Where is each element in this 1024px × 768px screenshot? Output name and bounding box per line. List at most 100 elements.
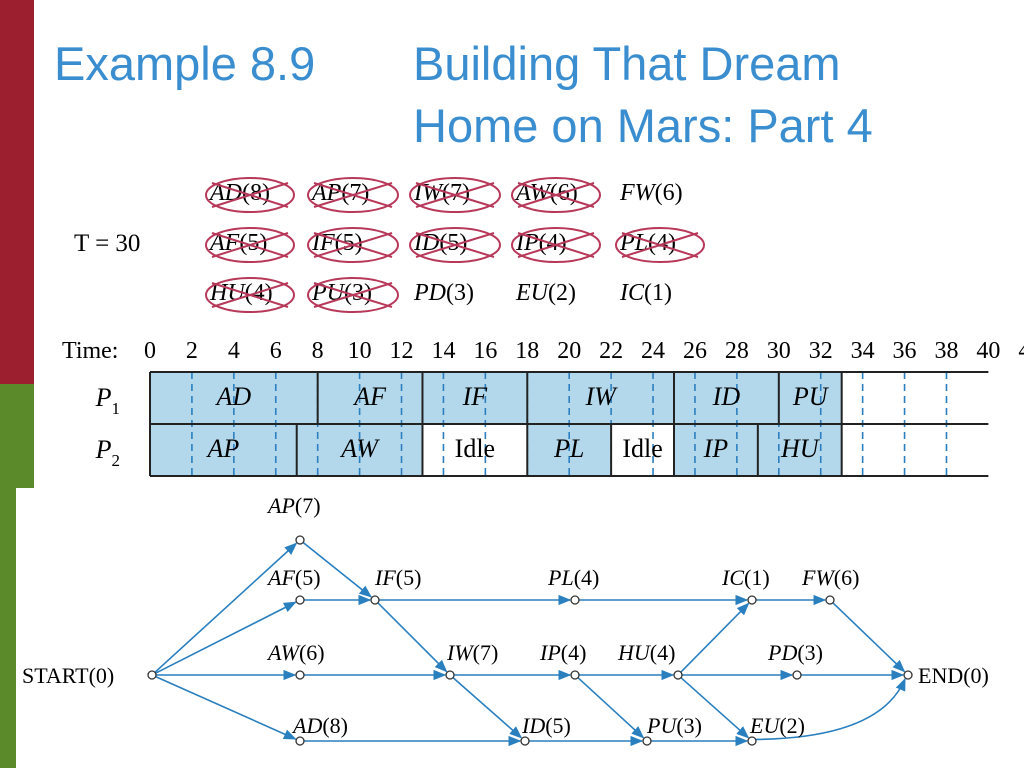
time-tick-label: 0 <box>144 338 156 364</box>
digraph-edge <box>155 601 297 674</box>
priority-task-duration: (6) <box>654 180 683 206</box>
digraph-node-name: ID <box>521 713 545 738</box>
digraph-node-label: IC(1) <box>721 565 770 590</box>
cross-out-ellipse <box>205 277 295 313</box>
digraph-node-duration: (5) <box>545 713 571 738</box>
time-tick-label: 26 <box>683 338 707 364</box>
time-tick-label: 14 <box>431 338 455 364</box>
digraph-node-name: AP <box>266 493 295 518</box>
cross-out-mark <box>511 177 601 213</box>
slide-title-example-number: Example 8.9 <box>54 37 316 90</box>
time-tick-label: 4 <box>228 338 240 364</box>
cross-out-mark <box>205 177 295 213</box>
digraph-node <box>903 670 913 680</box>
cross-out-mark <box>409 177 501 213</box>
cross-out-line <box>211 182 289 208</box>
digraph-node <box>825 595 835 605</box>
digraph-node-label: AP(7) <box>266 493 321 518</box>
time-tick-label: 40 <box>976 338 1000 364</box>
processor-label-letter: P <box>95 383 112 412</box>
processor-label-subscript: 1 <box>112 399 121 418</box>
cross-out-line <box>621 232 699 258</box>
priority-list-time-label: T = 30 <box>74 230 141 257</box>
schedule-task-block <box>422 372 528 424</box>
digraph-node-label: AF(5) <box>266 565 321 590</box>
cross-out-line <box>211 232 289 258</box>
digraph-node-label: PU(3) <box>646 713 702 738</box>
cross-out-ellipse <box>307 227 399 263</box>
digraph-node-duration: (4) <box>650 640 676 665</box>
digraph-node-name: EU <box>749 713 781 738</box>
cross-out-mark <box>205 227 295 263</box>
digraph-edge <box>155 675 297 740</box>
time-tick-label: 8 <box>312 338 324 364</box>
priority-task-name: IP <box>516 230 539 256</box>
digraph-node-duration: (0) <box>89 663 115 688</box>
digraph-node-duration: (0) <box>963 663 989 688</box>
cross-out-mark <box>307 227 399 263</box>
priority-task-ic: IC(1) <box>620 280 672 307</box>
digraph-node-label: ID(5) <box>521 713 571 738</box>
time-tick-label: 34 <box>851 338 875 364</box>
cross-out-ellipse <box>409 177 501 213</box>
digraph-node-name: PL <box>547 565 574 590</box>
time-tick-label: 32 <box>809 338 833 364</box>
project-digraph: START(0)AP(7)AF(5)AW(6)AD(8)IF(5)PL(4)IC… <box>22 493 989 747</box>
cross-out-ellipse <box>307 177 399 213</box>
digraph-node-label: AW(6) <box>266 640 325 665</box>
time-tick-label: 42 <box>1018 338 1024 364</box>
digraph-node-name: PD <box>767 640 797 665</box>
priority-task-pd: PD(3) <box>414 280 474 307</box>
digraph-node <box>295 595 305 605</box>
time-tick-label: 10 <box>348 338 372 364</box>
cross-out-mark <box>307 177 399 213</box>
digraph-node-label: PL(4) <box>547 565 599 590</box>
digraph-node-label: END(0) <box>918 663 989 688</box>
digraph-node-name: FW <box>801 565 835 590</box>
digraph-node-name: START <box>22 663 89 688</box>
digraph-node-label: AD(8) <box>291 713 348 738</box>
cross-out-line <box>211 282 289 308</box>
processor-label: P2 <box>95 435 120 470</box>
digraph-node-duration: (1) <box>744 565 770 590</box>
priority-task-name: PD <box>414 280 446 306</box>
time-tick-label: 20 <box>557 338 581 364</box>
digraph-node <box>295 535 305 545</box>
digraph-node-duration: (5) <box>295 565 321 590</box>
left-accent-bar-notch <box>16 488 34 768</box>
processor-label-subscript: 2 <box>112 451 121 470</box>
digraph-node-label: IP(4) <box>539 640 586 665</box>
digraph-node-label: IF(5) <box>374 565 421 590</box>
digraph-node-name: HU <box>617 640 652 665</box>
digraph-node-duration: (6) <box>299 640 325 665</box>
cross-out-ellipse <box>511 227 601 263</box>
left-accent-bar-red <box>0 0 34 384</box>
schedule-task-label: AF <box>352 382 387 411</box>
digraph-edge <box>302 541 373 598</box>
digraph-node <box>792 670 802 680</box>
priority-task-name: IF <box>312 230 335 256</box>
cross-out-line <box>415 182 495 208</box>
digraph-node-name: AW <box>266 640 301 665</box>
digraph-node-duration: (3) <box>676 713 702 738</box>
schedule-task-label: HU <box>780 434 821 463</box>
time-tick-label: 24 <box>641 338 665 364</box>
schedule-task-block <box>150 424 297 476</box>
schedule-idle-label: Idle <box>622 434 662 463</box>
cross-out-ellipse <box>205 227 295 263</box>
priority-task-duration: (1) <box>644 280 672 306</box>
digraph-node-duration: (4) <box>561 640 587 665</box>
cross-out-mark <box>409 227 501 263</box>
digraph-node-name: IC <box>721 565 744 590</box>
digraph-node <box>147 670 157 680</box>
cross-out-line <box>517 232 595 258</box>
schedule-task-label: AD <box>215 382 252 411</box>
digraph-node <box>570 595 580 605</box>
priority-task-duration: (2) <box>548 280 576 306</box>
cross-out-mark <box>205 277 295 313</box>
digraph-node-duration: (4) <box>574 565 600 590</box>
digraph-node <box>747 595 757 605</box>
digraph-node-name: IP <box>539 640 561 665</box>
time-tick-label: 22 <box>599 338 623 364</box>
digraph-node-label: PD(3) <box>767 640 823 665</box>
